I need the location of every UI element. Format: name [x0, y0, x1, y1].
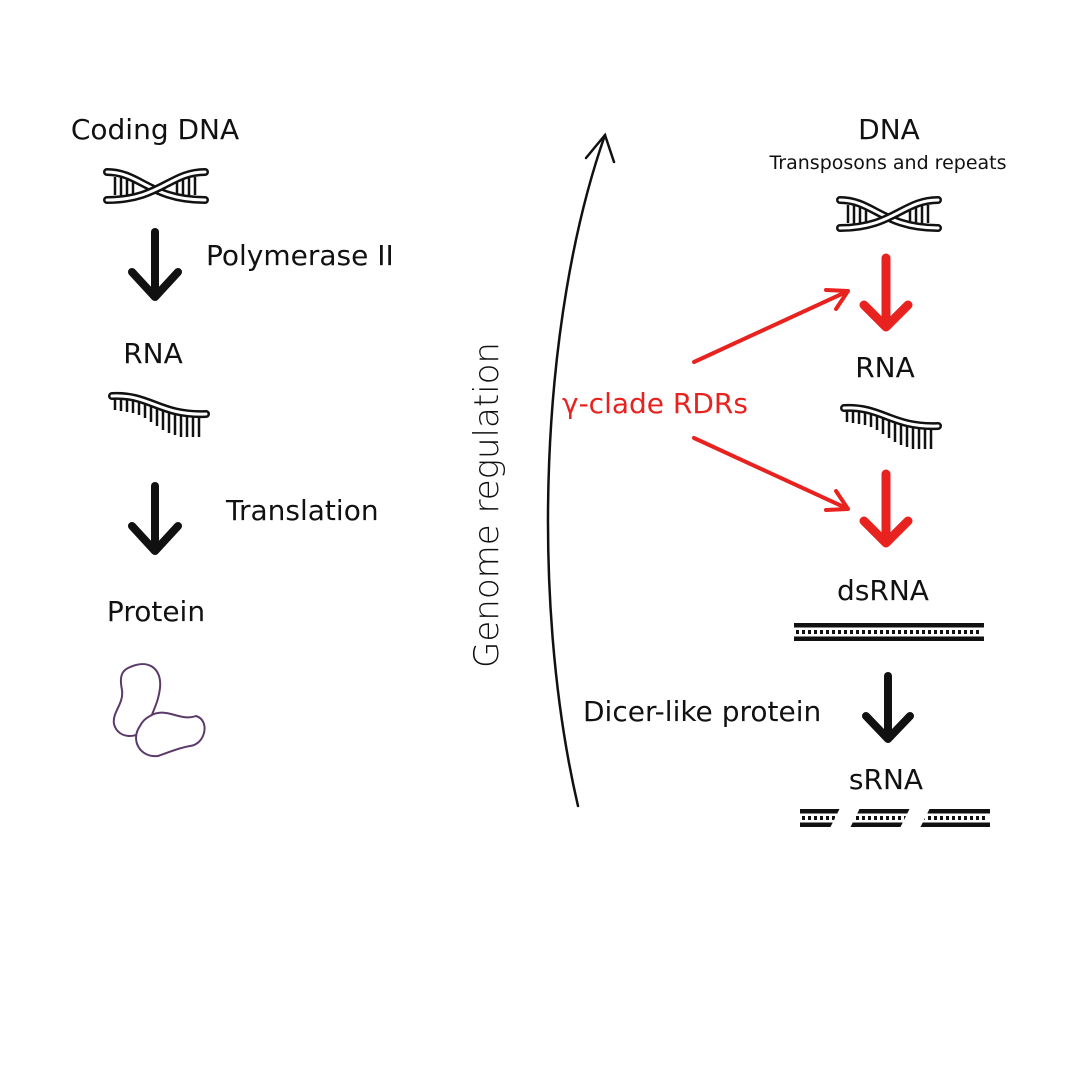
dicer-label: Dicer-like protein [583, 695, 822, 728]
rna-label-right: RNA [855, 351, 915, 384]
arrow-down-icon [128, 228, 182, 301]
coding-dna-label: Coding DNA [70, 113, 240, 146]
genome-regulation-label: Genome regulation [467, 342, 507, 668]
polymerase-label: Polymerase II [206, 239, 394, 272]
protein-icon [112, 663, 206, 758]
dsrna-icon [792, 621, 986, 643]
dna-subtitle: Transposons and repeats [769, 152, 1007, 174]
protein-label: Protein [106, 595, 206, 628]
coding-dna-helix-icon [107, 172, 205, 200]
rdr-arrows [692, 288, 850, 512]
genome-regulation-arrow [546, 132, 616, 808]
arrow-down-icon [128, 482, 182, 555]
srna-label: sRNA [848, 763, 924, 796]
rdrs-label: γ-clade RDRs [562, 387, 748, 420]
srna-icon [798, 804, 992, 832]
red-arrow-down-icon [859, 253, 913, 332]
red-arrow-down-icon [859, 469, 913, 548]
te-dna-helix-icon [840, 200, 938, 228]
rna-strand-icon [112, 396, 206, 437]
arrow-down-icon [862, 672, 914, 743]
translation-label: Translation [226, 494, 379, 527]
dsrna-label: dsRNA [837, 574, 929, 607]
dna-label-right: DNA [858, 113, 920, 146]
rna-label-left: RNA [123, 337, 183, 370]
rna-strand-icon [844, 408, 938, 449]
